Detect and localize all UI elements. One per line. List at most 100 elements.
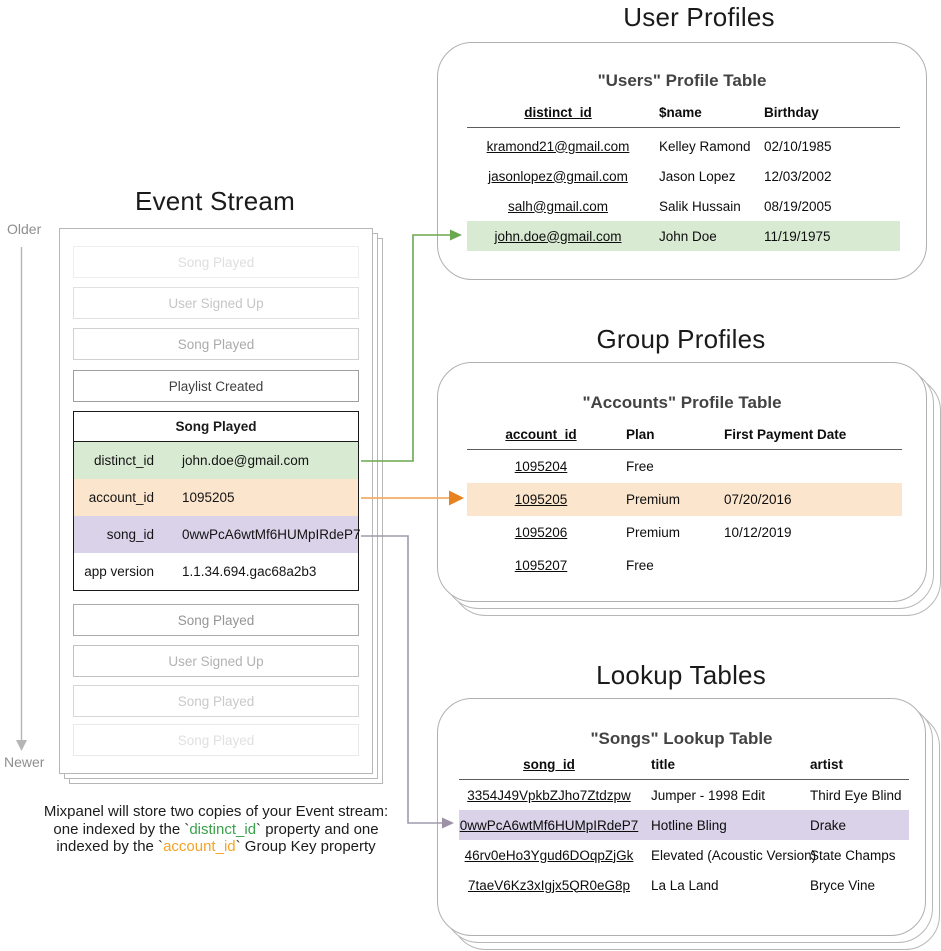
cell-plan: Premium	[626, 492, 681, 507]
accounts-table-title: "Accounts" Profile Table	[582, 393, 782, 412]
songs-lookup-card: "Songs" Lookup Table song_id title artis…	[437, 698, 926, 936]
property-row-account-id: account_id 1095205	[74, 479, 358, 516]
table-row: kramond21@gmail.com Kelley Ramond 02/10/…	[438, 131, 926, 161]
row-highlight	[459, 810, 909, 840]
cell-plan: Free	[626, 459, 654, 474]
event-row-faded: User Signed Up	[73, 645, 359, 677]
property-key: song_id	[106, 527, 154, 542]
table-row-highlighted-green: john.doe@gmail.com John Doe 11/19/1975	[438, 221, 926, 251]
timeline-arrow	[16, 247, 27, 751]
group-profiles-title: Group Profiles	[596, 324, 766, 354]
table-row: 3354J49VpkbZJho7Ztdzpw Jumper - 1998 Edi…	[438, 780, 925, 810]
users-profile-card: "Users" Profile Table distinct_id $name …	[437, 42, 927, 280]
event-stream-title: Event Stream	[135, 186, 295, 216]
cell-title: Hotline Bling	[651, 817, 727, 833]
cell-song-id: 7taeV6Kz3xIgjx5QR0eG8p	[467, 877, 631, 893]
user-profiles-title: User Profiles	[623, 2, 775, 32]
property-value: 1095205	[182, 490, 235, 505]
event-stream-container: Song Played User Signed Up Song Played P…	[59, 228, 373, 774]
cell-song-id: 3354J49VpkbZJho7Ztdzpw	[467, 787, 631, 803]
property-value: 0wwPcA6wtMf6HUMpIRdeP7	[182, 527, 361, 542]
event-row: Playlist Created	[73, 370, 359, 402]
lookup-tables-title: Lookup Tables	[596, 660, 766, 690]
property-row-song-id: song_id 0wwPcA6wtMf6HUMpIRdeP7	[74, 516, 361, 553]
cell-birthday: 11/19/1975	[764, 228, 831, 244]
column-header-first-payment-date: First Payment Date	[724, 427, 847, 442]
column-header-account-id: account_id	[505, 427, 577, 442]
cell-name: Jason Lopez	[659, 168, 736, 184]
table-row-highlighted-orange: 1095205 Premium 07/20/2016	[438, 483, 926, 516]
table-row: 46rv0eHo3Ygud6DOqpZjGk Elevated (Acousti…	[438, 840, 925, 870]
event-row-faded: Song Played	[73, 328, 359, 360]
cell-artist: State Champs	[810, 847, 896, 863]
songs-table-title: "Songs" Lookup Table	[590, 729, 773, 748]
property-value: john.doe@gmail.com	[182, 453, 310, 468]
cell-account-id: 1095207	[514, 558, 568, 573]
cell-birthday: 08/19/2005	[764, 198, 832, 214]
cell-name: John Doe	[659, 228, 717, 244]
cell-distinct-id: kramond21@gmail.com	[486, 138, 630, 154]
cell-distinct-id: jasonlopez@gmail.com	[488, 168, 628, 184]
distinct-id-code: distinct_id	[189, 820, 257, 838]
property-row-distinct-id: distinct_id john.doe@gmail.com	[74, 442, 358, 479]
table-row: 7taeV6Kz3xIgjx5QR0eG8p La La Land Bryce …	[438, 870, 925, 900]
row-highlight	[467, 221, 900, 251]
table-row: 1095204 Free	[438, 450, 926, 483]
header-rule	[459, 779, 909, 780]
cell-distinct-id: salh@gmail.com	[508, 198, 608, 214]
column-header-name: $name	[659, 105, 702, 120]
cell-artist: Bryce Vine	[810, 877, 876, 893]
event-row-faded: Song Played	[73, 685, 359, 717]
header-rule	[467, 449, 902, 450]
cell-account-id: 1095206	[514, 525, 568, 540]
event-detail-title: Song Played	[74, 412, 358, 442]
column-header-title: title	[651, 757, 676, 772]
cell-title: Jumper - 1998 Edit	[651, 787, 766, 803]
cell-account-id: 1095205	[514, 492, 568, 507]
cell-account-id: 1095204	[514, 459, 568, 474]
event-row-faded: Song Played	[73, 724, 359, 756]
row-highlight	[467, 483, 902, 516]
header-rule	[467, 127, 900, 128]
cell-song-id: 0wwPcA6wtMf6HUMpIRdeP7	[459, 817, 639, 833]
cell-plan: Free	[626, 558, 654, 573]
cell-distinct-id: john.doe@gmail.com	[494, 228, 622, 244]
users-table-title: "Users" Profile Table	[597, 71, 767, 90]
property-row-app-version: app version 1.1.34.694.gac68a2b3	[74, 553, 358, 590]
cell-title: Elevated (Acoustic Version)	[651, 847, 817, 863]
table-row: salh@gmail.com Salik Hussain 08/19/2005	[438, 191, 926, 221]
event-detail-card: Song Played distinct_id john.doe@gmail.c…	[73, 411, 361, 591]
property-value: 1.1.34.694.gac68a2b3	[182, 564, 317, 579]
column-header-distinct-id: distinct_id	[524, 105, 592, 120]
column-header-song-id: song_id	[523, 757, 575, 772]
table-row: 1095207 Free	[438, 549, 926, 582]
cell-song-id: 46rv0eHo3Ygud6DOqpZjGk	[464, 847, 634, 863]
property-key: app version	[84, 564, 154, 579]
older-label: Older	[7, 221, 42, 237]
cell-title: La La Land	[651, 877, 719, 893]
table-row: 1095206 Premium 10/12/2019	[438, 516, 926, 549]
column-header-plan: Plan	[626, 427, 655, 442]
event-row-faded: Song Played	[73, 246, 359, 278]
cell-artist: Third Eye Blind	[810, 787, 902, 803]
cell-plan: Premium	[626, 525, 681, 540]
cell-birthday: 12/03/2002	[764, 168, 832, 184]
table-row: jasonlopez@gmail.com Jason Lopez 12/03/2…	[438, 161, 926, 191]
diagram-caption: Mixpanel will store two copies of your E…	[43, 803, 389, 856]
cell-name: Kelley Ramond	[659, 138, 751, 154]
column-header-birthday: Birthday	[764, 105, 819, 120]
column-header-artist: artist	[810, 757, 844, 772]
newer-label: Newer	[4, 754, 45, 770]
accounts-profile-card: "Accounts" Profile Table account_id Plan…	[437, 362, 927, 602]
cell-first-payment-date: 10/12/2019	[724, 525, 792, 540]
cell-name: Salik Hussain	[659, 198, 741, 214]
property-key: distinct_id	[93, 453, 154, 468]
table-row-highlighted-purple: 0wwPcA6wtMf6HUMpIRdeP7 Hotline Bling Dra…	[438, 810, 925, 840]
event-row-faded: User Signed Up	[73, 287, 359, 319]
account-id-code: account_id	[163, 838, 236, 856]
property-key: account_id	[88, 490, 154, 505]
cell-artist: Drake	[810, 817, 847, 833]
cell-birthday: 02/10/1985	[764, 138, 832, 154]
event-row: Song Played	[73, 604, 359, 636]
